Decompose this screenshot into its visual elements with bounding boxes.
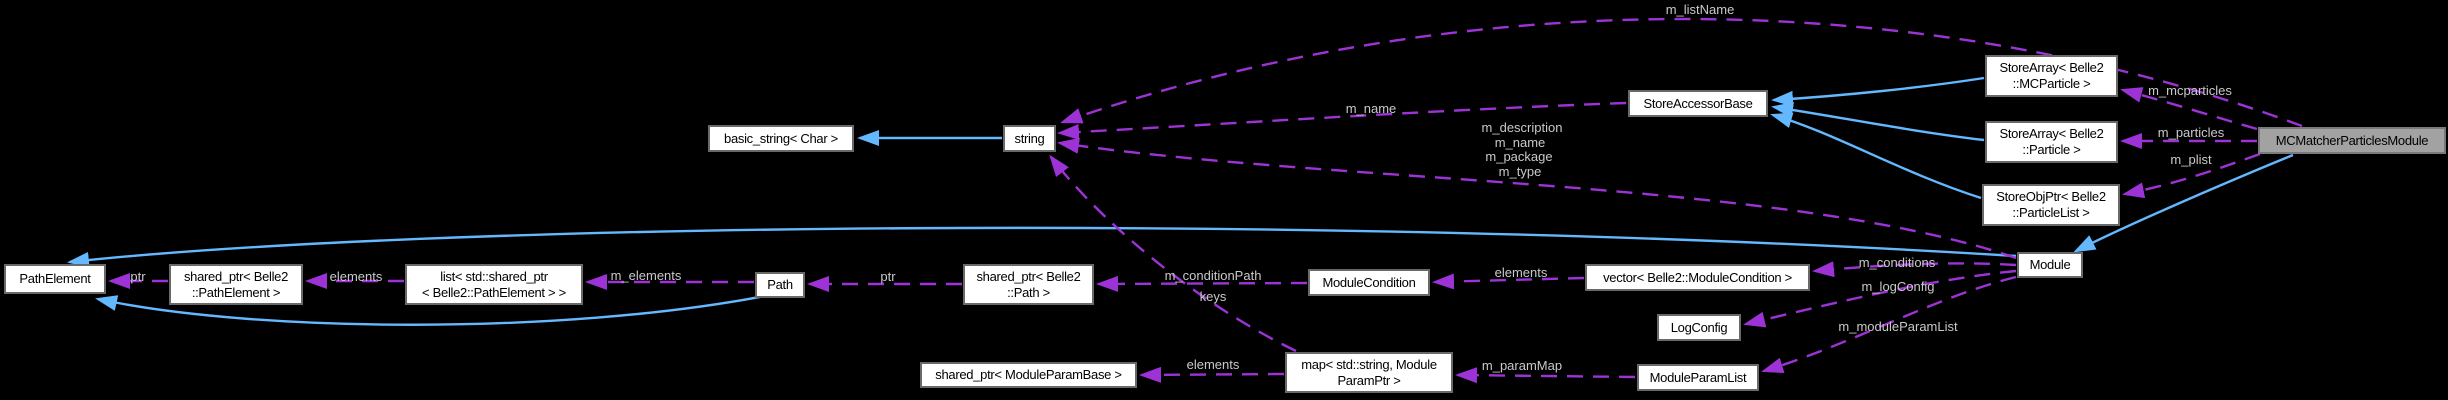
node-storeaccessorbase[interactable]: StoreAccessorBase [1628,90,1768,117]
node-list-shared-ptr[interactable]: list< std::shared_ptr < Belle2::PathElem… [405,264,583,305]
edge-label-elements-map: elements [1187,357,1240,372]
edge-module-to-pathelement [67,226,2017,268]
node-modulecondition[interactable]: ModuleCondition [1308,269,1430,296]
edge-label-elements-vector: elements [1495,265,1548,280]
edge-label-m-mcparticles: m_mcparticles [2148,83,2232,98]
edge-label-m-type: m_type [1499,164,1542,179]
edge-mcmatcher-plist [2122,152,2261,199]
node-mcmatcherparticlesmodule: MCMatcherParticlesModule [2258,127,2446,154]
node-pathelement[interactable]: PathElement [4,264,106,294]
node-vector-modulecondition[interactable]: vector< Belle2::ModuleCondition > [1585,264,1810,291]
edge-label-m-package: m_package [1485,149,1552,164]
node-shared-ptr-moduleparambase[interactable]: shared_ptr< ModuleParamBase > [920,362,1137,388]
edge-label-m-logconfig: m_logConfig [1862,279,1935,294]
edge-path-to-pathelement [95,293,771,326]
node-storearray-mcparticle[interactable]: StoreArray< Belle2 ::MCParticle > [1985,55,2118,97]
edge-label-m-plist: m_plist [2170,152,2212,167]
edge-label-m-conditionpath: m_conditionPath [1165,268,1262,283]
edge-storearraymc-to-storeaccessorbase [1771,76,1985,107]
edge-label-m-moduleparamlist: m_moduleParamList [1838,319,1958,334]
edge-label-m-name-module: m_name [1495,135,1546,150]
edge-moduleparamlist-parammap [1455,367,1636,384]
edge-label-m-description: m_description [1482,120,1563,135]
edge-storeaccessorbase-name-string [1057,101,1627,140]
edge-label-ptr-path: ptr [880,269,896,284]
edge-label-ptr-pathelement: ptr [130,269,146,284]
node-storearray-particle[interactable]: StoreArray< Belle2 ::Particle > [1985,121,2118,163]
node-basic-string[interactable]: basic_string< Char > [708,125,854,152]
node-path[interactable]: Path [755,272,805,298]
edge-module-logconfig [1743,269,2017,328]
node-storeobjptr-particlelist[interactable]: StoreObjPtr< Belle2 ::ParticleList > [1982,184,2120,226]
edge-storeobjptr-to-storeaccessorbase [1770,112,1982,200]
edge-map-keys-string [1049,154,1297,353]
edge-label-keys: keys [1200,289,1227,304]
edge-map-elements-spmpb [1139,366,1285,383]
node-logconfig[interactable]: LogConfig [1657,314,1741,341]
node-shared-ptr-path[interactable]: shared_ptr< Belle2 ::Path > [963,264,1094,305]
node-moduleparamlist[interactable]: ModuleParamList [1637,364,1759,391]
edge-label-m-listname: m_listName [1666,2,1735,17]
node-string[interactable]: string [1003,125,1056,152]
node-shared-ptr-pathelement[interactable]: shared_ptr< Belle2 ::PathElement > [169,264,303,305]
edge-module-description-string [1057,137,2017,260]
edge-module-moduleparamlist [1761,275,2017,374]
edge-label-m-conditions: m_conditions [1859,255,1936,270]
edge-label-m-name-store: m_name [1346,101,1397,116]
edge-modulecondition-conditionpath [1096,275,1308,292]
node-map-moduleparamptr[interactable]: map< std::string, Module ParamPtr > [1285,352,1453,393]
edge-storearrayparticle-to-storeaccessorbase [1771,102,1985,142]
edge-label-elements-list: elements [330,269,383,284]
edge-label-m-parammap: m_paramMap [1482,358,1562,373]
edge-label-m-elements: m_elements [611,268,682,283]
edge-mcmatcher-mcparticles [2120,87,2258,131]
node-module[interactable]: Module [2017,252,2083,278]
edge-mcmatcher-to-module [2073,153,2294,253]
edge-label-m-particles: m_particles [2158,125,2225,140]
edge-mcmatcher-listname-string [1060,17,2303,128]
